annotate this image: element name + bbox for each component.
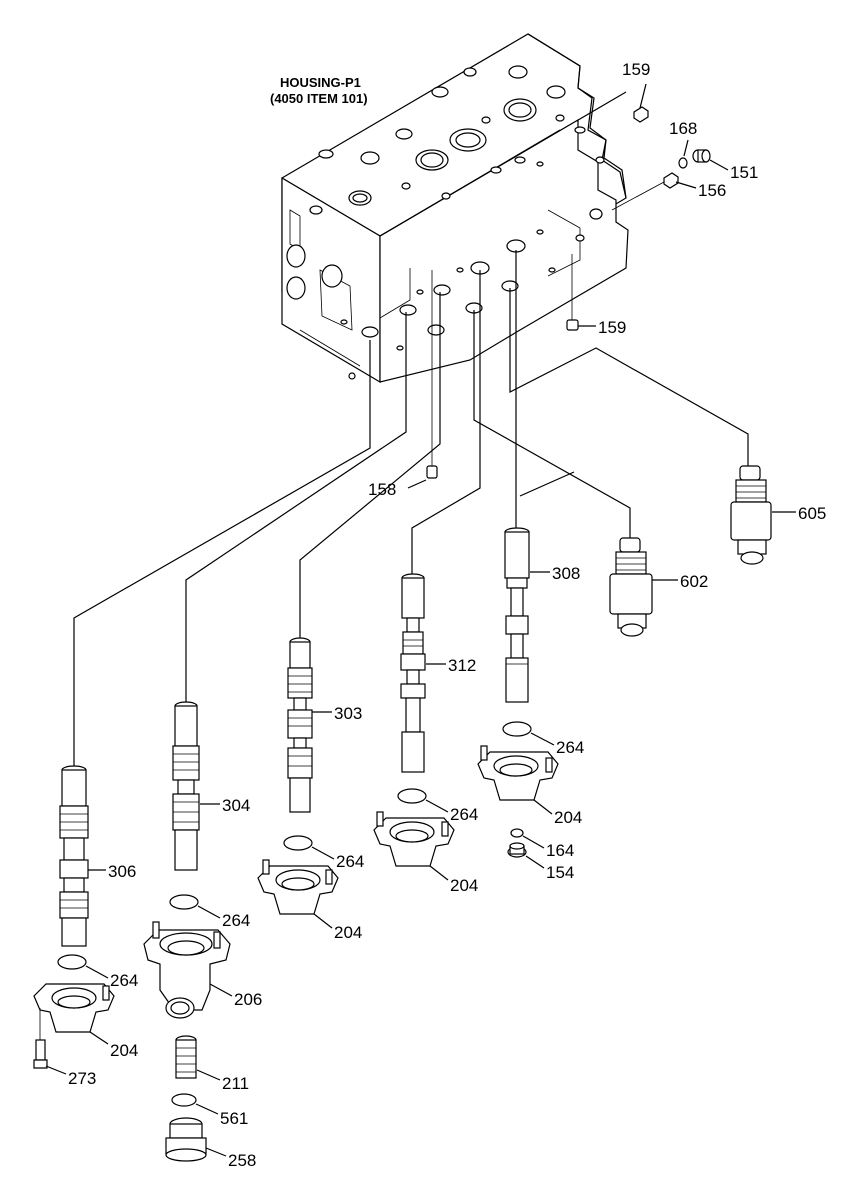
spool-308: 308: [504, 527, 580, 703]
plug-154: 154: [507, 842, 574, 882]
callout-151: 151: [730, 163, 758, 182]
oring-264-c: 264: [283, 835, 364, 871]
callout-561: 561: [220, 1109, 248, 1128]
callout-264-c: 264: [336, 852, 364, 871]
oring-168: 168: [669, 119, 697, 169]
housing-title: HOUSING-P1: [280, 75, 361, 90]
housing-block: HOUSING-P1 (4050 ITEM 101): [270, 33, 629, 384]
oring-164: 164: [510, 828, 574, 860]
callout-264-e: 264: [110, 971, 138, 990]
plug-159-lower: 159: [566, 254, 626, 337]
callout-154: 154: [546, 863, 574, 882]
callout-164: 164: [546, 841, 574, 860]
callout-206: 206: [234, 990, 262, 1009]
plug-158: 158: [368, 270, 438, 499]
callout-264-b: 264: [450, 805, 478, 824]
callout-204-a: 204: [554, 808, 582, 827]
cover-204-b: 204: [373, 811, 478, 895]
callout-605: 605: [798, 504, 826, 523]
callout-204-d: 204: [110, 1041, 138, 1060]
callout-204-b: 204: [450, 876, 478, 895]
cover-204-c: 204: [257, 859, 362, 942]
callout-258: 258: [228, 1151, 256, 1170]
leader-lines: [73, 250, 749, 768]
spring-211: 211: [175, 1035, 249, 1093]
callout-204-c: 204: [334, 923, 362, 942]
callout-602: 602: [680, 572, 708, 591]
cover-204-d: 204: [33, 983, 138, 1060]
callout-312: 312: [448, 656, 476, 675]
callout-306: 306: [108, 862, 136, 881]
callout-159-lower: 159: [598, 318, 626, 337]
housing-subtitle: (4050 ITEM 101): [270, 91, 368, 106]
plug-156: 156: [611, 172, 726, 211]
callout-264-a: 264: [556, 738, 584, 757]
cover-206: 206: [143, 921, 262, 1019]
plug-151: 151: [692, 149, 758, 182]
relief-valve-602: 602: [609, 537, 708, 637]
callout-273: 273: [68, 1069, 96, 1088]
oring-264-e: 264: [57, 954, 138, 990]
callout-303: 303: [334, 704, 362, 723]
cover-204-a: 204: [477, 745, 582, 827]
spool-304: 304: [172, 701, 250, 871]
relief-valve-605: 605: [730, 465, 826, 565]
spool-306: 306: [59, 765, 136, 947]
callout-159-upper: 159: [622, 60, 650, 79]
callout-308: 308: [552, 564, 580, 583]
oring-561: 561: [171, 1093, 248, 1128]
callout-264-d: 264: [222, 911, 250, 930]
spool-303: 303: [287, 637, 362, 813]
callout-211: 211: [222, 1074, 249, 1093]
plug-159-upper: 159: [622, 60, 650, 123]
plug-258: 258: [165, 1117, 256, 1170]
callout-304: 304: [222, 796, 250, 815]
callout-156: 156: [698, 181, 726, 200]
spool-312: 312: [400, 573, 476, 773]
bolt-273: 273: [33, 1008, 96, 1088]
oring-264-b: 264: [397, 788, 478, 824]
callout-168: 168: [669, 119, 697, 138]
oring-264-a: 264: [502, 721, 584, 757]
oring-264-d: 264: [169, 894, 250, 930]
callout-158: 158: [368, 480, 396, 499]
